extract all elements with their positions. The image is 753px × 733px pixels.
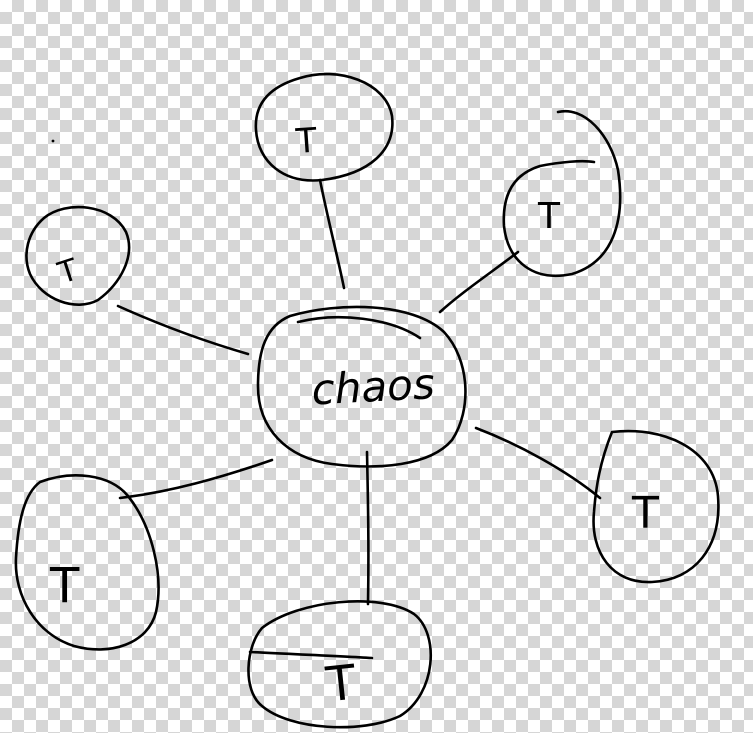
center-node-outline	[256, 305, 467, 468]
leaf-node-top-right-outline	[502, 109, 622, 277]
leaf-node-bottom-left-label: T	[49, 558, 80, 614]
leaf-node-right-label: T	[631, 488, 659, 539]
leaf-node-upper-left: T	[25, 205, 131, 306]
connector-top	[318, 178, 346, 290]
connector-bottom-left	[118, 458, 274, 500]
leaf-node-top-label: T	[294, 121, 319, 162]
center-node: chaos	[256, 305, 467, 468]
leaf-node-right: T	[592, 429, 720, 584]
connector-top-right	[438, 250, 520, 314]
leaf-node-bottom-left: T	[14, 474, 160, 651]
connector-upper-left	[116, 304, 250, 356]
leaf-node-bottom-label: T	[323, 654, 360, 713]
connector-bottom	[365, 450, 370, 606]
leaf-node-bottom-left-outline	[14, 474, 160, 651]
leaf-node-top-outline	[254, 72, 394, 182]
center-node-label: chaos	[310, 359, 435, 414]
leaf-node-bottom: T	[247, 600, 433, 729]
leaf-node-top: T	[254, 72, 394, 182]
leaf-node-upper-left-outline	[25, 205, 131, 306]
connector-lines	[116, 178, 602, 606]
connector-right	[474, 426, 602, 500]
leaf-node-top-right: T	[502, 109, 622, 277]
leaf-node-right-outline	[592, 429, 720, 584]
leaf-node-upper-left-label: T	[53, 252, 83, 291]
stray-dot	[51, 139, 55, 143]
leaf-node-bottom-outline	[247, 600, 433, 729]
leaf-node-top-right-label: T	[537, 196, 561, 237]
center-node-overstroke	[296, 315, 422, 340]
leaf-node-bottom-overstroke	[248, 650, 374, 660]
